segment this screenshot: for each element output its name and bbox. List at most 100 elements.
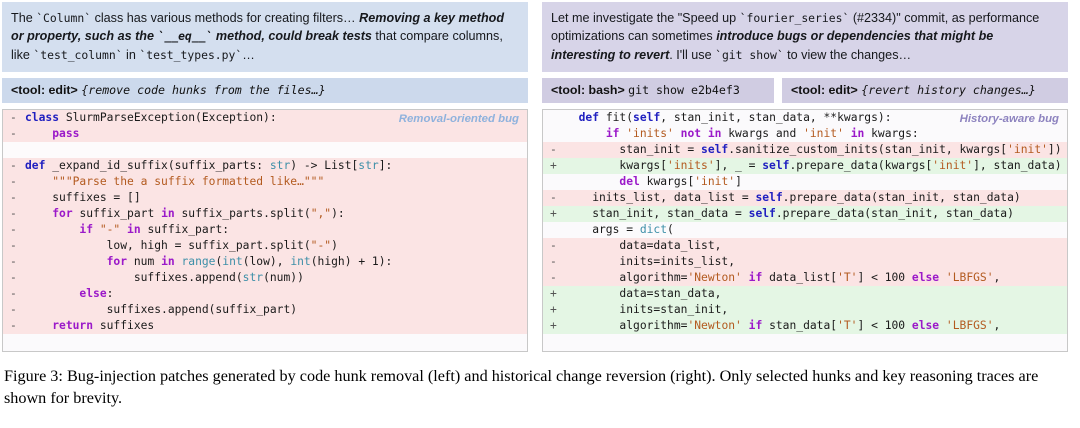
- code-token: .prepare_data(stan_init, stan_data): [782, 190, 1021, 204]
- tool-command: git show e2b4ef3: [628, 82, 740, 97]
- diff-code: low, high = suffix_part.split("-"): [25, 238, 527, 254]
- diff-sign: -: [10, 126, 17, 140]
- code-token: else: [79, 286, 107, 300]
- diff-sign: +: [550, 318, 557, 332]
- diff-code: pass: [25, 126, 527, 142]
- tool-tag-open: <tool:: [11, 82, 49, 97]
- code-token: ]:: [378, 158, 393, 172]
- code-token: suffix_part: [79, 206, 162, 220]
- code-token: else: [911, 270, 946, 284]
- tool-call-bash[interactable]: <tool: bash> git show e2b4ef3: [542, 77, 774, 103]
- diff-code: return suffixes: [25, 318, 527, 334]
- diff-line: - return suffixes: [3, 317, 527, 334]
- right-tool-row: <tool: bash> git show e2b4ef3 <tool: edi…: [542, 77, 1068, 103]
- tool-call-edit-left[interactable]: <tool: edit> {remove code hunks from the…: [2, 77, 528, 103]
- code-token: (: [215, 254, 223, 268]
- code-token: del: [619, 174, 647, 188]
- right-panel: Let me investigate the "Speed up `fourie…: [542, 2, 1068, 352]
- right-prose-seg4: to view the changes…: [783, 47, 912, 62]
- code-token: low, high = suffix_part.split(: [25, 238, 311, 252]
- left-prose-seg1: The: [11, 11, 37, 25]
- tool-tag-close: >: [850, 82, 858, 97]
- code-token: fit(: [605, 110, 634, 124]
- diff-code: del kwargs['init']: [565, 174, 1067, 190]
- diff-sign: -: [10, 174, 17, 188]
- code-token: [25, 127, 52, 140]
- diff-line: if 'inits' not in kwargs and 'init' in k…: [543, 125, 1067, 142]
- diff-code: if "-" in suffix_part:: [25, 222, 527, 238]
- code-token: inits=stan_init,: [565, 302, 729, 316]
- code-token: in: [850, 126, 872, 140]
- code-token: 'LBFGS': [945, 318, 994, 332]
- panels-row: The `Column` class has various methods f…: [2, 2, 1068, 352]
- tool-tag-close: >: [70, 82, 78, 97]
- tool-kind-label: bash: [588, 82, 618, 97]
- tool-call-edit-right[interactable]: <tool: edit> {revert history changes…}: [782, 77, 1068, 103]
- code-token: ]): [1047, 142, 1062, 156]
- left-prose-em-code: `__eq__`: [157, 29, 213, 44]
- diff-code: inits=stan_init,: [565, 302, 1067, 318]
- code-token: else: [911, 318, 946, 332]
- diff-line: - stan_init = self.sanitize_custom_inits…: [543, 141, 1067, 158]
- right-prose-em1: introduce bugs or dependencies that migh…: [551, 29, 994, 62]
- code-token: num: [133, 254, 162, 268]
- code-token: pass: [52, 126, 80, 140]
- code-token: [25, 287, 79, 300]
- left-prose-seg4: in: [122, 47, 140, 62]
- code-token: int: [290, 254, 311, 268]
- tool-kind-label: edit: [48, 82, 71, 97]
- code-token: stan_data[: [769, 318, 838, 332]
- diff-sign: +: [550, 302, 557, 316]
- code-token: suffixes.append(suffix_part): [25, 302, 298, 316]
- left-prose-seg3: that compare columns, like: [11, 29, 503, 62]
- diff-code: for suffix_part in suffix_parts.split(",…: [25, 206, 527, 222]
- diff-line: - """Parse the a suffix formatted like…"…: [3, 173, 527, 190]
- left-diff-box: Removal-oriented bug -class SlurmParseEx…: [2, 108, 528, 352]
- diff-line: - suffixes = []: [3, 189, 527, 206]
- code-token: [565, 127, 606, 140]
- tool-note: {revert history changes…}: [861, 82, 1036, 97]
- code-token: ] < 100: [857, 270, 912, 284]
- diff-line: + inits=stan_init,: [543, 301, 1067, 318]
- diff-line: + kwargs['inits'], _ = self.prepare_data…: [543, 157, 1067, 174]
- code-token: [25, 223, 79, 236]
- code-token: [565, 111, 579, 124]
- code-token: data=stan_data,: [565, 286, 722, 300]
- diff-line: - else:: [3, 285, 527, 302]
- code-token: self: [755, 190, 783, 204]
- diff-sign: -: [10, 222, 17, 236]
- diff-sign: -: [10, 286, 17, 300]
- code-token: stan_init, stan_data =: [565, 206, 749, 220]
- code-token: ,: [993, 270, 1001, 284]
- code-token: 'T': [837, 318, 858, 332]
- left-prose-code1: `Column`: [36, 11, 92, 25]
- code-token: algorithm=: [565, 270, 688, 284]
- diff-code: args = dict(: [565, 222, 1067, 238]
- diff-line: - inits=inits_list,: [543, 253, 1067, 270]
- code-token: 'init': [1007, 142, 1048, 156]
- code-token: for: [52, 206, 80, 220]
- code-token: suffixes: [99, 318, 155, 332]
- right-prose-code1: `fourier_series`: [739, 11, 850, 25]
- diff-code: suffixes = []: [25, 190, 527, 206]
- tool-kind-label: edit: [828, 82, 851, 97]
- code-token: ",": [310, 206, 332, 220]
- code-token: (: [667, 222, 674, 236]
- code-token: kwargs[: [646, 174, 695, 188]
- right-corner-tag: History-aware bug: [959, 112, 1059, 125]
- diff-line: del kwargs['init']: [543, 173, 1067, 190]
- left-prose-code3: `test_types.py`: [139, 47, 243, 62]
- diff-code: if 'inits' not in kwargs and 'init' in k…: [565, 126, 1067, 142]
- code-token: self: [748, 206, 776, 220]
- code-token: .prepare_data(kwargs[: [789, 158, 933, 172]
- code-token: 'T': [837, 270, 858, 284]
- diff-code: algorithm='Newton' if stan_data['T'] < 1…: [565, 318, 1067, 334]
- code-token: range: [181, 254, 216, 268]
- diff-sign: -: [10, 318, 17, 332]
- code-token: ,: [993, 318, 1001, 332]
- code-token: (num)): [263, 270, 304, 284]
- code-token: , stan_init, stan_data, **kwargs):: [660, 110, 892, 124]
- code-token: in: [161, 254, 182, 268]
- diff-sign: -: [10, 190, 17, 204]
